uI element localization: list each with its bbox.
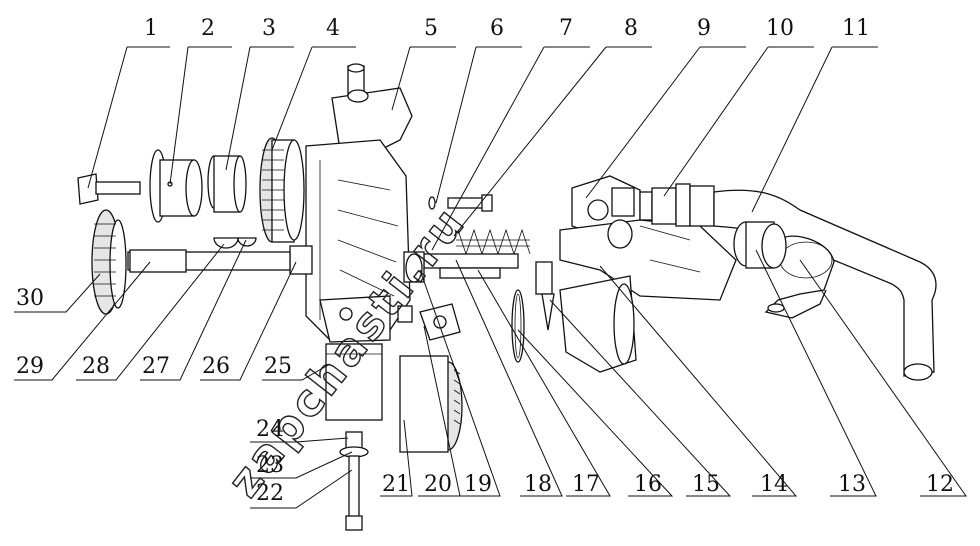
label-10: 10 [766,16,794,41]
label-15: 15 [692,472,720,497]
label-1: 1 [144,16,158,41]
label-9: 9 [697,16,711,41]
label-21: 21 [382,472,410,497]
part-hose-fitting [639,183,715,227]
part-bushing [207,155,247,213]
part-pump-housing [305,63,413,343]
part-plunger [403,251,519,283]
label-30: 30 [16,286,44,311]
label-13: 13 [838,472,866,497]
label-18: 18 [524,472,552,497]
part-gear-upper [259,137,305,243]
part-relief-spring [456,228,531,256]
part-o-ring [511,289,525,363]
part-lower-bolt [339,431,369,531]
part-pipe-sleeve [733,221,787,269]
label-29: 29 [16,354,44,379]
parts-drawing [77,63,937,531]
part-valve-body [535,175,737,373]
label-19: 19 [464,472,492,497]
label-22: 22 [256,481,284,506]
label-7: 7 [559,16,573,41]
label-4: 4 [326,16,340,41]
part-pickup-block [325,343,383,421]
part-gear-lower [91,209,127,315]
label-26: 26 [202,354,230,379]
callout-labels: 1 2 3 4 5 6 7 8 9 10 11 30 29 28 27 26 2… [16,16,954,506]
part-filter-screen [399,303,463,453]
label-14: 14 [760,472,788,497]
label-28: 28 [82,354,110,379]
part-woodruff-keys [213,237,257,249]
label-11: 11 [842,16,870,41]
part-bolt [77,173,141,205]
label-16: 16 [634,472,662,497]
label-17: 17 [572,472,600,497]
label-24: 24 [256,417,284,442]
part-flange-washer [149,149,203,223]
part-drive-shaft [127,245,313,275]
label-12: 12 [926,472,954,497]
label-23: 23 [256,453,284,478]
label-25: 25 [264,354,292,379]
part-pin [428,194,493,212]
label-6: 6 [490,16,504,41]
label-3: 3 [262,16,276,41]
label-20: 20 [424,472,452,497]
label-5: 5 [424,16,438,41]
leader-lines [14,46,967,509]
label-8: 8 [624,16,638,41]
label-2: 2 [201,16,215,41]
label-27: 27 [142,354,170,379]
